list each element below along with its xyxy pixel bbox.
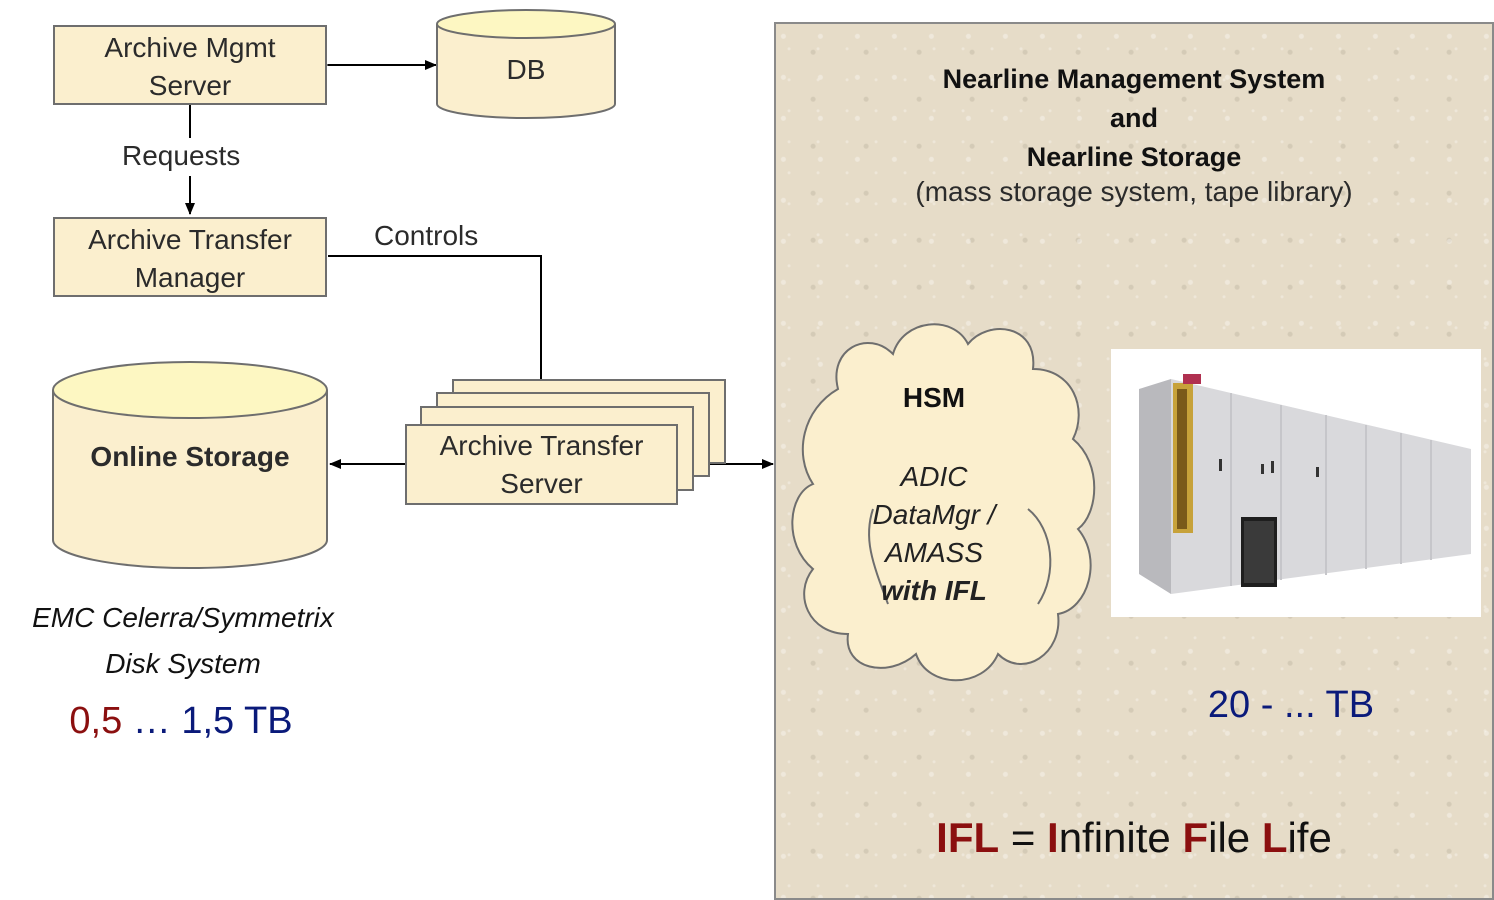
disk-capacity: 0,5 … 1,5 TB xyxy=(0,700,362,743)
db-cylinder xyxy=(436,9,616,119)
ifl-rest3: ife xyxy=(1287,814,1332,861)
archive-transfer-server-box: Archive Transfer Server xyxy=(405,424,678,505)
hsm-title: HSM xyxy=(902,382,966,413)
db-label: DB xyxy=(506,54,546,85)
archive-transfer-manager-line1: Archive Transfer xyxy=(88,224,292,255)
archive-transfer-manager-line2: Manager xyxy=(134,262,246,293)
archive-transfer-server-line1: Archive Transfer xyxy=(439,430,644,461)
nearline-capacity: 20 - ... TB xyxy=(1207,684,1375,726)
online-storage-label: Online Storage xyxy=(90,441,290,472)
controls-arrow xyxy=(328,255,546,424)
disk-capacity-min: 0,5 xyxy=(69,700,123,742)
disk-capacity-ellipsis: … xyxy=(122,700,182,742)
ifl-legend: IFL = Infinite File Life xyxy=(776,814,1492,862)
hsm-details: ADIC DataMgr / AMASS with IFL xyxy=(834,458,1034,610)
hsm-line3: AMASS xyxy=(884,537,984,568)
ifl-rest2: ile xyxy=(1208,814,1262,861)
online-storage-cylinder xyxy=(52,361,328,569)
hsm-line1: ADIC xyxy=(900,461,968,492)
controls-label: Controls xyxy=(374,220,479,251)
nearline-subtitle: (mass storage system, tape library) xyxy=(915,176,1353,207)
nearline-title-line2: and xyxy=(1109,103,1158,133)
hsm-line2: DataMgr / xyxy=(872,499,996,530)
requests-label: Requests xyxy=(122,140,241,171)
disk-capacity-max: 1,5 TB xyxy=(181,700,293,742)
archive-mgmt-server-line2: Server xyxy=(148,70,232,101)
tape-library-drawing xyxy=(1139,374,1471,594)
archive-transfer-manager-box: Archive Transfer Manager xyxy=(53,217,327,297)
ifl-abbr: IFL xyxy=(936,814,1000,861)
archive-mgmt-server-box: Archive Mgmt Server xyxy=(53,25,327,105)
ifl-i: I xyxy=(1047,814,1059,861)
hsm-line4: with IFL xyxy=(881,575,987,606)
ifl-eq: = xyxy=(999,814,1048,861)
archive-transfer-server-line2: Server xyxy=(500,468,583,499)
ifl-l: L xyxy=(1261,814,1288,861)
hsm-cloud xyxy=(791,323,1096,682)
nearline-title-line3: Nearline Storage xyxy=(1026,142,1242,172)
nearline-panel: Nearline Management System and Nearline … xyxy=(774,22,1494,900)
nearline-title-line1: Nearline Management System xyxy=(942,64,1326,94)
disk-system-line2: Disk System xyxy=(105,648,261,679)
ifl-rest1: nfinite xyxy=(1058,814,1183,861)
nearline-title: Nearline Management System and Nearline … xyxy=(776,60,1492,177)
disk-system-line1: EMC Celerra/Symmetrix xyxy=(32,602,334,633)
archive-mgmt-server-line1: Archive Mgmt xyxy=(104,32,276,63)
tape-library-image xyxy=(1111,349,1481,617)
ifl-f: F xyxy=(1182,814,1209,861)
